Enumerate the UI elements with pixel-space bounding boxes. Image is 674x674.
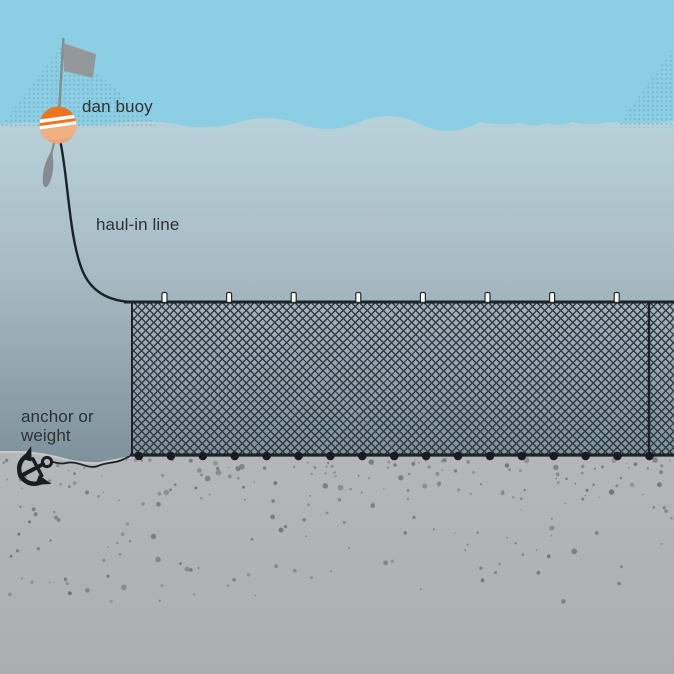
weight-marker (613, 451, 622, 461)
weight-marker (198, 451, 208, 461)
seabed-edge-highlight (0, 451, 133, 465)
weight-marker (549, 451, 558, 461)
buoy-pole-upper (57, 37, 65, 121)
anchor-label-line2: weight (21, 426, 71, 445)
weight-marker (581, 451, 590, 461)
float-marker (548, 291, 556, 304)
flag-icon (63, 43, 96, 78)
weight-marker (134, 451, 144, 461)
float-marker (355, 291, 362, 304)
weight-markers (134, 451, 654, 461)
dan-buoy-label: dan buoy (82, 97, 153, 116)
float-markers (161, 291, 620, 304)
weight-marker (230, 451, 239, 461)
weight-marker (166, 451, 176, 461)
float-marker (484, 291, 491, 304)
float-marker (161, 291, 168, 304)
anchor-label-line1: anchor or (21, 407, 94, 426)
float-marker (290, 291, 297, 304)
anchor-icon (17, 445, 54, 486)
dan-buoy-icon (39, 106, 77, 144)
haul-in-line-path (58, 139, 133, 304)
float-marker (613, 291, 620, 304)
weight-marker (453, 451, 463, 461)
float-marker (419, 291, 426, 304)
float-marker (226, 291, 233, 304)
net-mesh (132, 303, 674, 455)
weight-marker (517, 451, 527, 461)
seabed (0, 452, 674, 674)
weight-marker (645, 451, 654, 461)
weight-marker (262, 451, 271, 461)
weight-marker (485, 451, 495, 461)
seabed-speckles (2, 457, 673, 604)
haul-in-line-label: haul-in line (96, 215, 180, 234)
weight-marker (326, 451, 335, 461)
weight-marker (294, 451, 303, 461)
anchor-line-path (50, 455, 131, 468)
counterweight-icon (42, 150, 54, 188)
weight-marker (389, 451, 399, 461)
anchor-or-weight-label: anchor or weight (21, 407, 94, 445)
weight-marker (358, 451, 367, 461)
weight-marker (421, 451, 431, 461)
